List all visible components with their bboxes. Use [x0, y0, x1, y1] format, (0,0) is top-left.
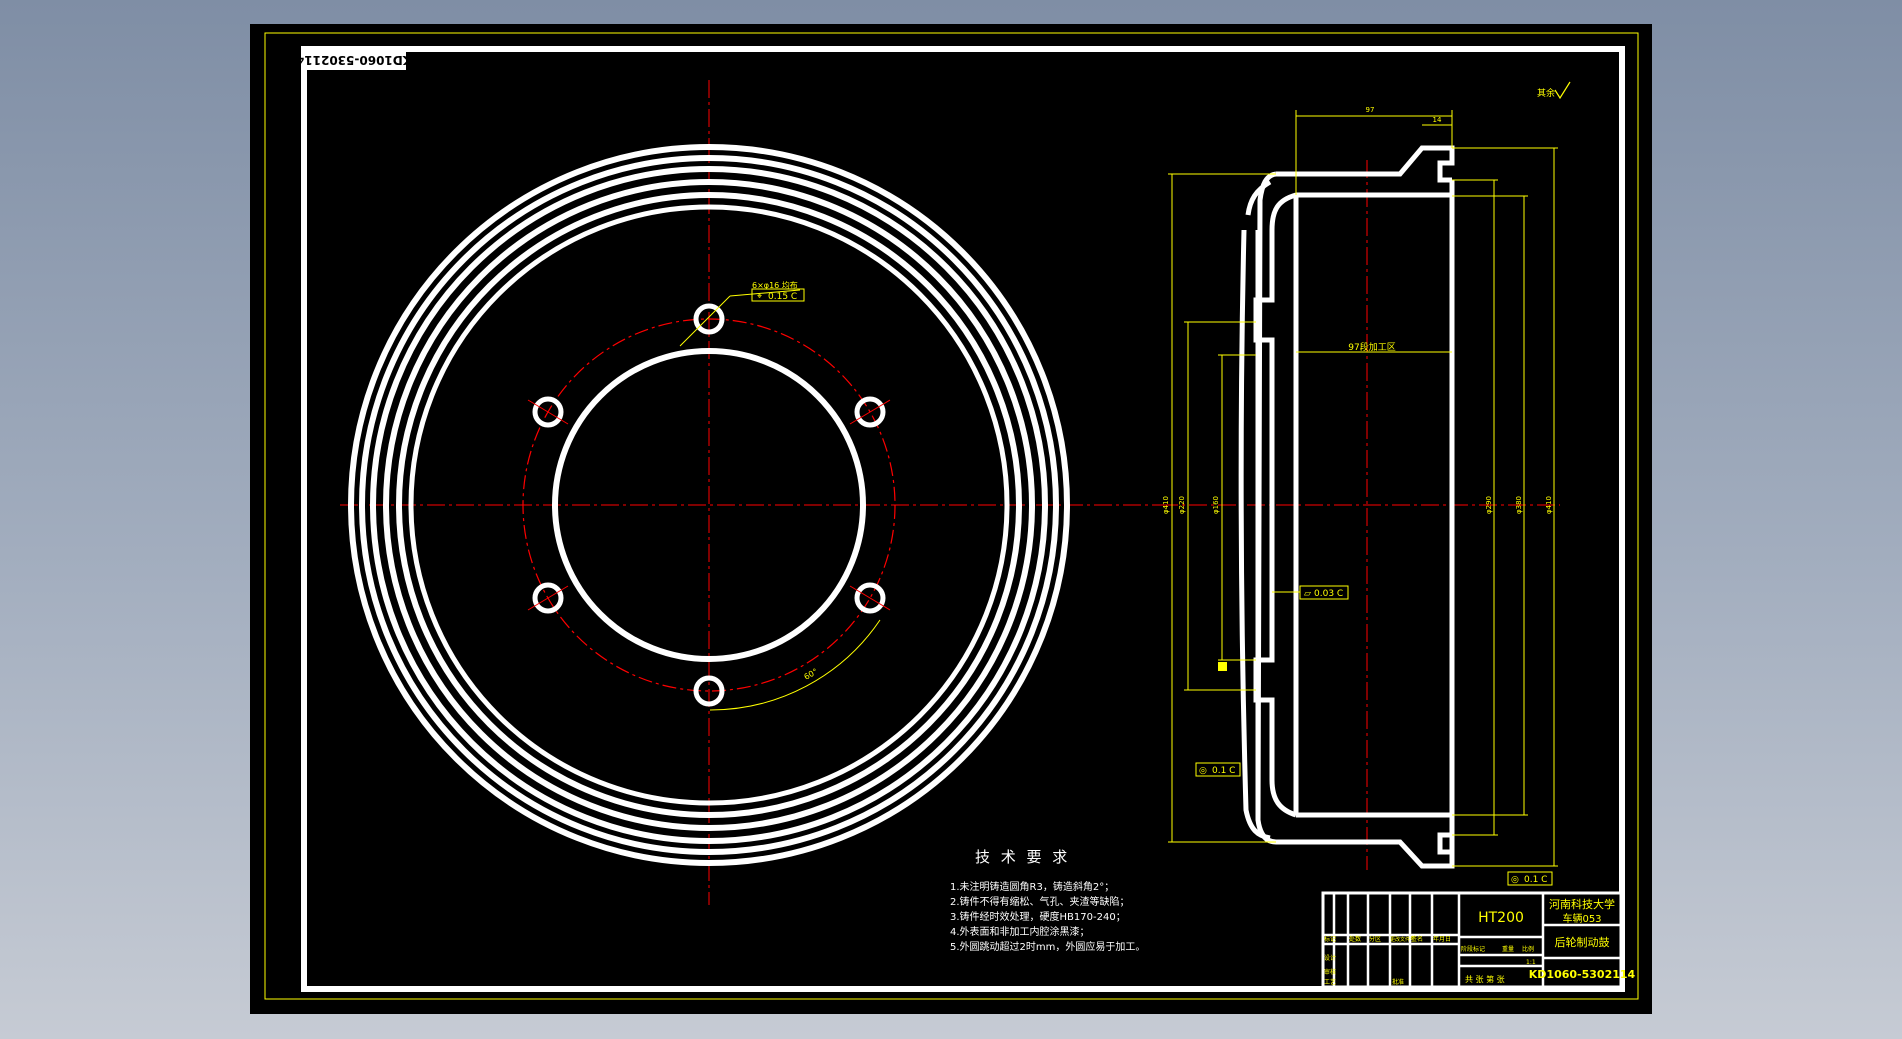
flatness-tolerance: 0.03 C	[1314, 589, 1343, 599]
runout-tolerance-left: 0.1 C	[1212, 766, 1235, 776]
dim-diam-flange: φ290	[1485, 496, 1493, 514]
tb-row-label: 年月日	[1433, 935, 1451, 943]
section-view: 97 14 97段加工区 φ410 φ220 φ160 φ290 φ380 φ4…	[1160, 106, 1560, 886]
tb-class: 车辆053	[1562, 912, 1601, 925]
bolt-hole	[693, 303, 725, 335]
dim-flange: 14	[1433, 116, 1442, 124]
tech-note: 4.外表面和非加工内腔涂黑漆；	[950, 925, 1090, 938]
code-tag-box	[303, 52, 406, 70]
sheet-outer-border	[264, 32, 1639, 1000]
datum-marker-icon	[1218, 662, 1227, 671]
tb-approve-label: 批准	[1392, 978, 1404, 986]
tb-part-name: 后轮制动鼓	[1555, 935, 1610, 949]
dim-diam-outer-left: φ410	[1162, 496, 1170, 514]
tb-material: HT200	[1478, 910, 1524, 926]
svg-text:◎: ◎	[1511, 875, 1519, 885]
drum-ring-outer	[348, 144, 1070, 866]
front-view: 6×φ16 均布 ⌖ 0.15 C 60°	[340, 80, 1180, 905]
bolt-hole	[693, 675, 725, 707]
drum-ring-3	[370, 166, 1048, 844]
svg-text:◎: ◎	[1199, 766, 1207, 776]
tb-row-label: 更改文件号	[1390, 936, 1415, 943]
tb-sheet-info: 共 张 第 张	[1465, 974, 1505, 984]
tb-school: 河南科技大学	[1549, 897, 1615, 911]
technical-requirements: 技 术 要 求 1.未注明铸造圆角R3，铸造斜角2°； 2.铸件不得有缩松、气孔…	[950, 848, 1145, 953]
tech-note: 1.未注明铸造圆角R3，铸造斜角2°；	[950, 880, 1114, 893]
hole-callout: 6×φ16 均布	[752, 280, 798, 290]
tech-note: 3.铸件经时效处理，硬度HB170-240；	[950, 910, 1126, 923]
position-tolerance: 0.15 C	[768, 292, 797, 302]
drum-ring-5	[396, 192, 1022, 818]
bolt-hole	[532, 582, 564, 614]
drum-ring-inner	[408, 204, 1010, 806]
runout-tolerance-frame-bottom	[1507, 871, 1553, 886]
tb-drawing-number: KD1060-5302114	[1529, 968, 1636, 981]
tech-title: 技 术 要 求	[975, 848, 1070, 866]
tb-design-label: 设计	[1324, 954, 1336, 962]
tb-check-label: 审核	[1324, 968, 1336, 976]
tb-process-label: 工艺	[1324, 978, 1336, 986]
dim-machining: 97段加工区	[1348, 341, 1395, 353]
runout-tolerance-bottom: 0.1 C	[1524, 875, 1547, 885]
drawing-sheet	[250, 24, 1652, 1014]
bolt-hole	[854, 396, 886, 428]
hole-center-marks	[527, 399, 891, 611]
bolt-hole	[532, 396, 564, 428]
tb-scale-label: 比例	[1522, 945, 1534, 953]
roughness-note: 其余	[1537, 87, 1555, 99]
tech-note: 5.外圆跳动超过2时mm，外圆应易于加工。	[950, 940, 1145, 953]
drum-profile	[1238, 145, 1455, 869]
tb-row-label: 处数	[1349, 935, 1361, 943]
tb-row-label: 签名	[1411, 935, 1423, 943]
roughness-symbol-icon	[1554, 81, 1571, 100]
dim-diam-pilot: φ160	[1212, 496, 1220, 514]
bolt-holes	[532, 303, 886, 707]
bolt-hole	[854, 582, 886, 614]
section-dimensions	[1168, 110, 1558, 867]
dim-diam-inner: φ380	[1515, 496, 1523, 514]
angle-dimension-arc	[709, 619, 881, 711]
title-block: 标记 处数 分区 更改文件号 签名 年月日 设计 审核 工艺 批准 阶段标记 重…	[1321, 891, 1636, 989]
runout-tolerance-frame-left	[1195, 762, 1241, 777]
dim-diam-outer-right: φ410	[1545, 496, 1553, 514]
drum-ring-2	[359, 155, 1059, 855]
drum-ring-4	[383, 179, 1035, 831]
svg-text:⏥: ⏥	[1304, 589, 1311, 599]
flatness-tolerance-frame	[1299, 585, 1349, 600]
position-tolerance-frame	[751, 288, 805, 302]
center-bore	[552, 348, 866, 662]
dim-width: 97	[1366, 106, 1375, 114]
tb-row-label: 标记	[1324, 935, 1336, 943]
bolt-circle	[522, 318, 896, 692]
tech-note: 2.铸件不得有缩松、气孔、夹渣等缺陷；	[950, 895, 1130, 908]
code-tag: KD1060-5302114	[296, 53, 412, 67]
tb-stage-label: 阶段标记	[1461, 945, 1485, 953]
tb-weight-label: 重量	[1502, 945, 1514, 953]
dim-diam-bore: φ220	[1178, 496, 1186, 514]
tb-scale-value: 1:1	[1526, 959, 1536, 966]
svg-text:⌖: ⌖	[757, 292, 762, 302]
hole-leader-line	[679, 295, 731, 347]
sheet-frame	[301, 46, 1625, 992]
tb-row-label: 分区	[1369, 935, 1381, 943]
